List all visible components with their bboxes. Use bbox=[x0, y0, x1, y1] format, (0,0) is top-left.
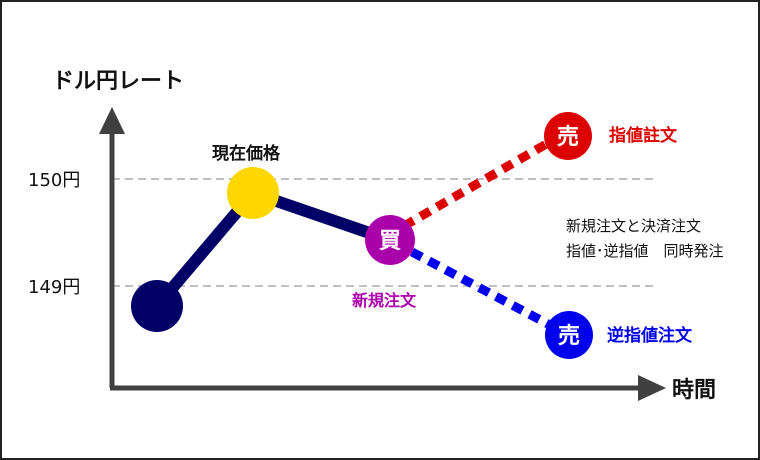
limit-order-label: 指値註文 bbox=[609, 125, 678, 146]
current-price-point bbox=[227, 167, 279, 219]
limit-order-path bbox=[401, 139, 551, 230]
start-point bbox=[131, 280, 183, 332]
current-price-label: 現在価格 bbox=[212, 143, 281, 164]
note-line-2: 指値･逆指値 同時発注 bbox=[566, 242, 724, 260]
sell-limit-marker bbox=[544, 112, 592, 160]
sell-stop-marker bbox=[545, 311, 593, 359]
note-line-1: 新規注文と決済注文 bbox=[566, 217, 701, 235]
stop-order-label: 逆指値注文 bbox=[607, 325, 693, 346]
x-axis-label: 時間 bbox=[672, 378, 716, 403]
price-path bbox=[152, 185, 392, 310]
tick-label-150: 150円 bbox=[28, 170, 80, 191]
tick-label-149: 149円 bbox=[28, 277, 80, 298]
buy-marker bbox=[365, 215, 415, 265]
y-axis-label: ドル円レート bbox=[52, 69, 184, 94]
sell-limit-marker-label: 売 bbox=[557, 124, 579, 150]
y-axis-arrow bbox=[99, 107, 125, 134]
sell-stop-marker-label: 売 bbox=[558, 323, 580, 349]
stop-order-path bbox=[409, 248, 551, 328]
buy-marker-label: 買 bbox=[379, 229, 401, 254]
x-axis-arrow bbox=[638, 375, 666, 401]
new-order-label: 新規注文 bbox=[352, 291, 417, 310]
